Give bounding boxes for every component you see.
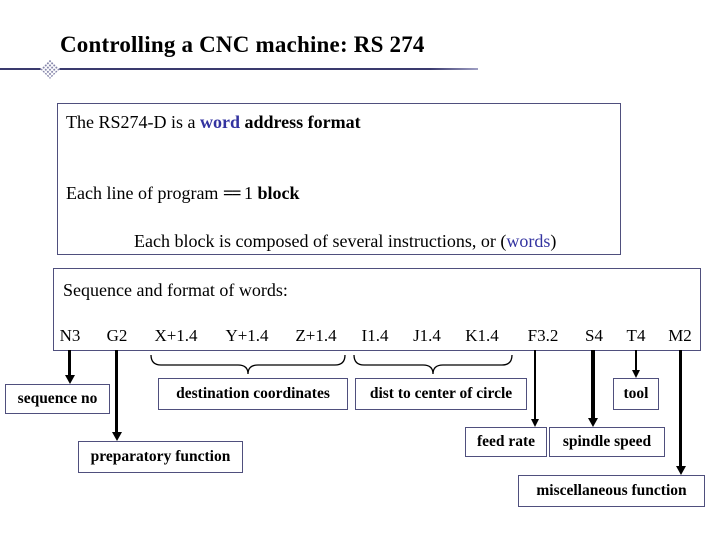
callout-spindle-speed: spindle speed: [549, 427, 665, 457]
intro-line-3: Each block is composed of several instru…: [134, 230, 556, 252]
arrow-g2-line: [115, 350, 118, 433]
word-s: S4: [585, 326, 603, 345]
arrow-t-line: [635, 350, 637, 371]
callout-dist-to-center: dist to center of circle: [355, 378, 527, 410]
brace-destination-coordinates: [150, 354, 346, 375]
intro-line-1: The RS274-D is a word address format: [66, 111, 361, 133]
format-box: Sequence and format of words:: [53, 268, 701, 351]
arrow-f-line: [534, 350, 536, 420]
callout-feed-rate: feed rate: [465, 427, 547, 457]
arrow-n3-line: [68, 350, 71, 377]
arrow-m-line: [679, 350, 682, 467]
intro-line-1-post: address format: [240, 112, 361, 132]
arrow-m-head: [676, 466, 686, 475]
intro-line-2-mid: 1: [239, 183, 258, 203]
arrow-s-line: [591, 350, 595, 419]
word-k: K1.4: [465, 326, 499, 345]
arrow-f-head: [531, 419, 539, 427]
word-i: I1.4: [361, 326, 389, 345]
arrow-s-head: [588, 418, 598, 427]
intro-line-2-bold: block: [257, 183, 300, 203]
arrow-t-head: [632, 370, 640, 378]
callout-preparatory-function: preparatory function: [78, 441, 243, 473]
word-g2: G2: [106, 326, 128, 345]
double-equals: ==: [222, 183, 241, 203]
slide-title: Controlling a CNC machine: RS 274: [60, 32, 425, 57]
intro-line-2: Each line of program == 1 block: [66, 182, 299, 204]
callout-miscellaneous-function: miscellaneous function: [518, 475, 705, 507]
intro-line-2-pre: Each line of program: [66, 183, 223, 203]
title-divider-line: [0, 68, 478, 70]
word-z: Z+1.4: [295, 326, 337, 345]
word-x: X+1.4: [154, 326, 198, 345]
intro-line-3-pre: Each block is composed of several instru…: [134, 231, 507, 251]
format-heading: Sequence and format of words:: [63, 280, 288, 300]
intro-line-3-word-highlight: words: [506, 231, 551, 251]
word-y: Y+1.4: [225, 326, 269, 345]
word-f: F3.2: [527, 326, 559, 345]
word-m: M2: [668, 326, 692, 345]
intro-line-1-word-highlight: word: [200, 112, 240, 132]
diamond-ornament-icon: [40, 59, 60, 79]
callout-sequence-no: sequence no: [5, 384, 110, 414]
brace-dist-to-center: [353, 354, 513, 375]
word-n3: N3: [59, 326, 81, 345]
intro-line-3-post: ): [550, 231, 557, 251]
callout-destination-coordinates: destination coordinates: [158, 378, 348, 410]
word-t: T4: [626, 326, 646, 345]
arrow-n3-head: [65, 375, 75, 384]
intro-box: The RS274-D is a word address format Eac…: [57, 103, 621, 255]
arrow-g2-head: [112, 432, 122, 441]
intro-line-1-pre: The RS274-D is a: [66, 112, 200, 132]
callout-tool: tool: [613, 378, 659, 410]
word-j: J1.4: [413, 326, 441, 345]
